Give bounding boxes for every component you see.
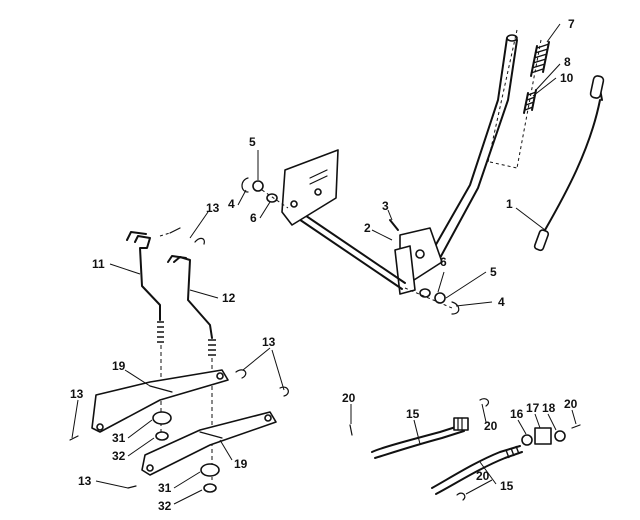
callout-8: 8 (564, 55, 571, 69)
part-12-link (167, 255, 216, 356)
callout-20-bottom: 20 (476, 469, 490, 483)
callout-31-upper: 31 (112, 431, 126, 445)
callout-5-right: 5 (490, 265, 497, 279)
part-15-rod-lower (431, 445, 523, 495)
part-20-pins (349, 398, 490, 501)
callout-32-lower: 32 (158, 499, 172, 513)
callout-19-upper: 19 (112, 359, 126, 373)
part-7-spring (530, 41, 550, 77)
callout-13-bottom: 13 (78, 474, 92, 488)
parts-16-17-18 (521, 424, 581, 446)
callout-6-left: 6 (250, 211, 257, 225)
callout-11: 11 (92, 257, 105, 271)
left-hardware (241, 177, 289, 209)
callout-6-right: 6 (440, 255, 447, 269)
callout-10: 10 (560, 71, 574, 85)
callout-15-upper: 15 (406, 407, 420, 421)
right-hardware (404, 287, 460, 315)
callout-17: 17 (526, 401, 540, 415)
bushings-right (200, 463, 220, 493)
callout-13-top: 13 (206, 201, 220, 215)
part-1-rod (533, 75, 605, 252)
part-19-arm-upper (91, 369, 229, 433)
callout-2: 2 (364, 221, 371, 235)
part-13-pins-lower (69, 369, 289, 489)
part-11-link (126, 231, 164, 343)
part-3-pin (389, 219, 399, 231)
callout-15-lower: 15 (500, 479, 514, 493)
callout-20-right: 20 (564, 397, 578, 411)
callout-3: 3 (382, 199, 389, 213)
leader-lines (71, 23, 577, 505)
callout-13-right: 13 (262, 335, 276, 349)
callout-1: 1 (506, 197, 513, 211)
callout-32-upper: 32 (112, 449, 126, 463)
callout-19-lower: 19 (234, 457, 248, 471)
callout-12: 12 (222, 291, 236, 305)
part-2-shaft (286, 204, 406, 290)
callout-labels: 1 2 3 4 5 6 7 8 10 11 12 13 6 5 4 19 19 … (70, 17, 578, 513)
callout-31-lower: 31 (158, 481, 172, 495)
callout-13-left: 13 (70, 387, 84, 401)
callout-20-left: 20 (342, 391, 356, 405)
callout-4-left: 4 (228, 197, 235, 211)
callout-16: 16 (510, 407, 524, 421)
part-13-pins-top (159, 227, 205, 245)
part-8-10-spring (523, 89, 537, 114)
part-19-arm-lower (141, 411, 277, 476)
bushings-left (152, 411, 172, 441)
callout-18: 18 (542, 401, 556, 415)
callout-7: 7 (568, 17, 575, 31)
lift-handle (394, 34, 518, 295)
mounting-plate (281, 149, 339, 226)
part-15-rod-upper (371, 417, 469, 459)
callout-4-right: 4 (498, 295, 505, 309)
callout-20-mid: 20 (484, 419, 498, 433)
callout-5-left: 5 (249, 135, 256, 149)
